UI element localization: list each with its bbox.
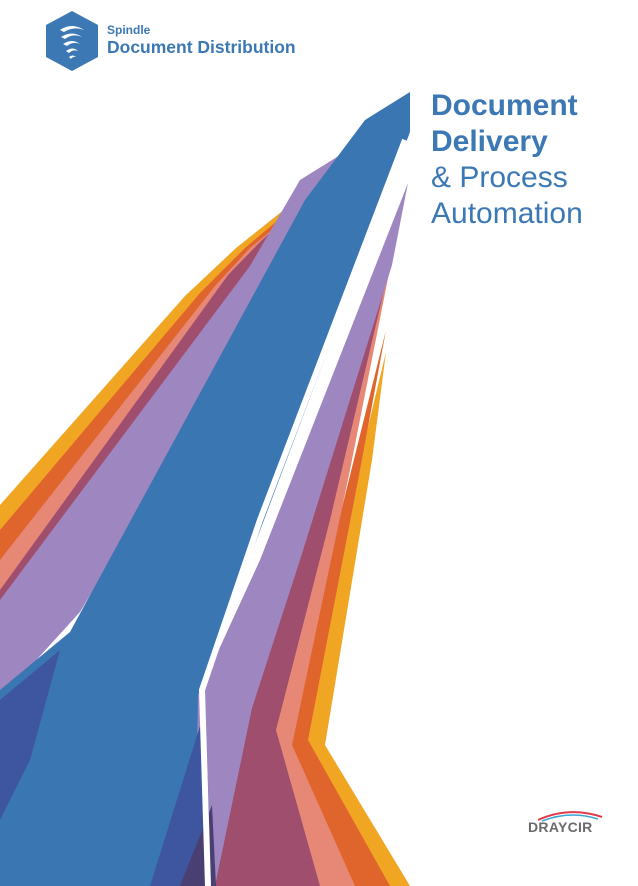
headline-line-1: Document [431,89,578,122]
ribbon-blue-main [0,92,410,886]
draycir-arc-icon [537,811,603,822]
spindle-swirl-icon [46,11,98,71]
brand-name-large: Document Distribution [107,37,296,57]
ribbon-salmon-right [260,258,392,886]
draycir-logo: DRAYCIR [524,808,614,842]
ribbon-yellow-right [288,352,410,886]
headline-line-4: Automation [431,197,583,230]
draycir-wordmark: DRAYCIR [528,819,593,835]
brand-name-small: Spindle [107,23,151,37]
headline-line-3: & Process [431,161,568,194]
ribbon-overlap-navy [0,650,60,820]
headline-line-2: Delivery [431,125,548,158]
ribbon-gap-line [198,138,408,886]
brand-logo: Spindle Document Distribution [44,10,344,76]
cover-headline: Document Delivery & Process Automation [431,88,631,232]
ribbon-overlap-navy-lower [150,710,212,886]
ribbon-orange-right [282,330,390,886]
ribbon-purple-right [195,183,408,886]
